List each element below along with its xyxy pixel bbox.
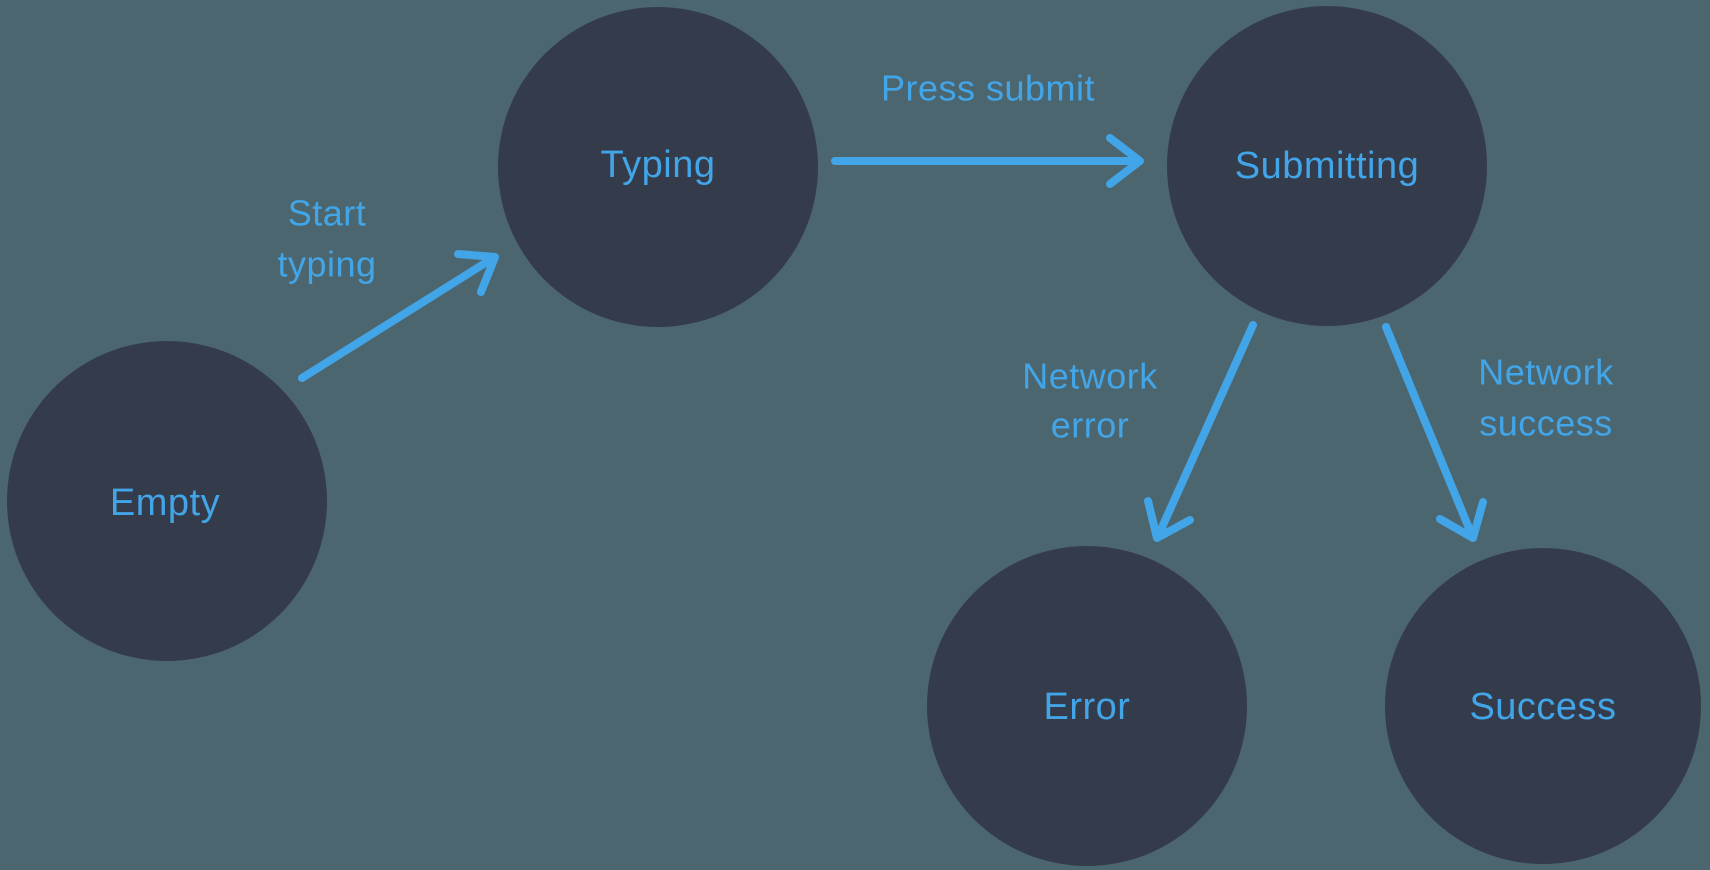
- arrow-shaft: [1382, 323, 1475, 537]
- transition-label-start-typing-line2: typing: [277, 244, 376, 285]
- transition-label-network-success-line1: Network: [1478, 352, 1614, 393]
- arrow-head-icon: [1144, 497, 1194, 542]
- arrow-shaft: [298, 256, 494, 382]
- state-node-typing: Typing: [498, 7, 818, 327]
- transition-submitting-to-error: Network error: [1022, 321, 1257, 542]
- transition-submitting-to-success: Network success: [1382, 323, 1614, 542]
- state-label-error: Error: [1044, 686, 1131, 728]
- state-node-success: Success: [1385, 548, 1701, 864]
- state-label-typing: Typing: [601, 144, 716, 186]
- state-circle: [1167, 6, 1487, 326]
- state-circle: [498, 7, 818, 327]
- transition-typing-to-submitting: Press submit: [831, 68, 1144, 188]
- arrow-head-icon: [1106, 134, 1144, 188]
- state-circle: [1385, 548, 1701, 864]
- state-label-empty: Empty: [110, 482, 220, 524]
- transition-label-network-success-line2: success: [1479, 403, 1613, 444]
- transition-label-network-error-line1: Network: [1022, 356, 1158, 397]
- arrow-head-icon: [454, 250, 499, 296]
- arrow-shaft: [1155, 321, 1257, 538]
- transition-label-start-typing-line1: Start: [288, 193, 367, 234]
- state-circle: [7, 341, 327, 661]
- state-node-submitting: Submitting: [1167, 6, 1487, 326]
- state-label-submitting: Submitting: [1235, 145, 1420, 187]
- arrow-head-icon: [1436, 498, 1487, 542]
- state-node-empty: Empty: [7, 341, 327, 661]
- transition-label-press-submit: Press submit: [881, 68, 1095, 109]
- state-circle: [927, 546, 1247, 866]
- state-label-success: Success: [1469, 686, 1616, 728]
- transition-empty-to-typing: Start typing: [277, 193, 499, 382]
- transition-label-network-error-line2: error: [1051, 405, 1130, 446]
- state-node-error: Error: [927, 546, 1247, 866]
